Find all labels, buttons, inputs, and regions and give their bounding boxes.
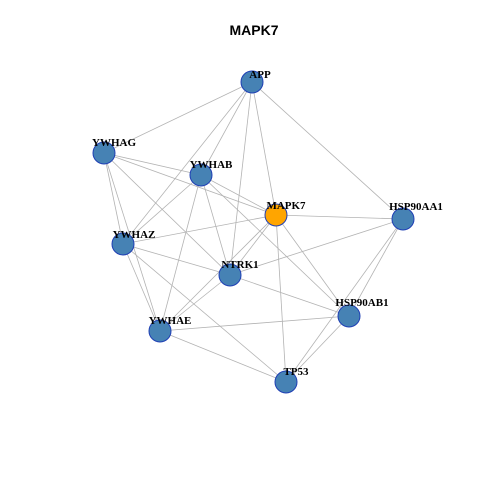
edge-ywhab-ywhae	[159, 174, 202, 332]
edge-ywhag-ywhaz	[103, 152, 124, 245]
nodes-group	[92, 70, 415, 394]
diagram-title: MAPK7	[229, 22, 278, 38]
edge-ywhag-mapk7	[103, 152, 277, 216]
edge-ywhab-ywhaz	[122, 174, 202, 245]
edge-app-hsp90aa1	[251, 81, 404, 220]
node-label-hsp90aa1: HSP90AA1	[389, 201, 443, 213]
node-label-mapk7: MAPK7	[266, 200, 306, 212]
edge-app-mapk7	[251, 81, 277, 216]
edge-mapk7-ywhae	[159, 214, 277, 332]
node-hsp90ab1	[337, 304, 361, 328]
node-label-ywhag: YWHAG	[92, 137, 136, 149]
edge-ywhab-ntrk1	[200, 174, 231, 276]
edge-ywhae-tp53	[159, 330, 287, 383]
node-hsp90aa1	[391, 207, 415, 231]
edge-app-ntrk1	[229, 81, 253, 276]
node-app	[240, 70, 264, 94]
edge-app-ywhab	[200, 81, 253, 176]
edge-ywhab-hsp90ab1	[200, 174, 350, 317]
edge-hsp90aa1-tp53	[285, 218, 404, 383]
node-label-ywhab: YWHAB	[190, 159, 233, 171]
node-label-ywhae: YWHAE	[149, 315, 192, 327]
node-label-app: APP	[249, 69, 271, 81]
edge-mapk7-ywhaz	[122, 214, 277, 245]
edge-ywhag-ntrk1	[103, 152, 231, 276]
node-label-hsp90ab1: HSP90AB1	[335, 297, 388, 309]
node-label-ntrk1: NTRK1	[221, 259, 258, 271]
edge-ywhaz-ntrk1	[122, 243, 231, 276]
edge-mapk7-ntrk1	[229, 214, 277, 276]
edge-ywhag-ywhab	[103, 152, 202, 176]
node-tp53	[274, 370, 298, 394]
edge-ywhaz-tp53	[122, 243, 287, 383]
edge-mapk7-hsp90aa1	[275, 214, 404, 220]
node-ywhab	[189, 163, 213, 187]
node-label-ywhaz: YWHAZ	[113, 229, 156, 241]
edge-ywhab-mapk7	[200, 174, 277, 216]
edges-group	[103, 81, 404, 383]
node-label-tp53: TP53	[283, 366, 309, 378]
edge-mapk7-hsp90ab1	[275, 214, 350, 317]
node-ywhag	[92, 141, 116, 165]
edge-hsp90ab1-tp53	[285, 315, 350, 383]
node-ntrk1	[218, 263, 242, 287]
edge-hsp90ab1-ywhae	[159, 315, 350, 332]
edge-app-ywhaz	[122, 81, 253, 245]
edge-ntrk1-hsp90ab1	[229, 274, 350, 317]
node-ywhae	[148, 319, 172, 343]
edge-hsp90aa1-hsp90ab1	[348, 218, 404, 317]
edge-ywhaz-ywhae	[122, 243, 161, 332]
node-ywhaz	[111, 232, 135, 256]
node-mapk7	[264, 203, 288, 227]
edge-mapk7-tp53	[275, 214, 287, 383]
edge-ntrk1-ywhae	[159, 274, 231, 332]
edge-hsp90aa1-ntrk1	[229, 218, 404, 276]
edge-app-ywhag	[103, 81, 253, 154]
